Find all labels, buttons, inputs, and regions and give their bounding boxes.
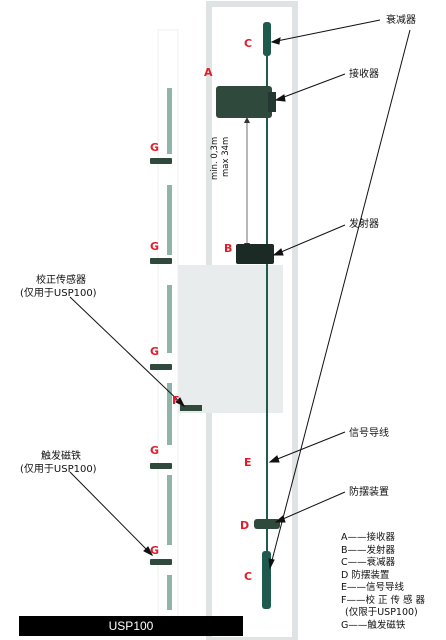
product-name-bar: USP100	[19, 616, 243, 636]
guide-rail	[167, 88, 172, 610]
label-guard-device: 防摆装置	[349, 487, 389, 498]
letter-e: E	[244, 456, 252, 469]
letter-g-3: G	[150, 345, 160, 358]
transmitter	[236, 244, 274, 264]
label-trigger-magnet: 触发磁铁	[41, 451, 81, 462]
trigger-magnets	[150, 158, 172, 565]
callout-lines	[69, 19, 411, 570]
legend-item: B——发射器	[341, 545, 396, 556]
legend-item: E——信号导线	[341, 582, 405, 593]
label-calibration-sensor-note: (仅用于USP100)	[20, 288, 97, 299]
legend-item: C——衰减器	[341, 557, 396, 568]
distance-max: max 34m	[221, 136, 231, 177]
letter-d: D	[240, 519, 250, 532]
letter-a: A	[204, 66, 213, 79]
letter-f: F	[172, 394, 180, 407]
letter-g-4: G	[150, 444, 160, 457]
label-calibration-sensor: 校正传感器	[36, 275, 86, 286]
elevator-car	[178, 265, 283, 413]
distance-min: min. 0,3m	[210, 136, 220, 180]
attenuator-top	[263, 22, 271, 56]
label-receiver: 接收器	[349, 69, 379, 80]
guard-device	[254, 519, 280, 529]
letter-c-bottom: C	[244, 570, 253, 583]
legend-item: D 防摆装置	[341, 570, 390, 581]
calibration-sensor	[180, 405, 202, 411]
attenuator-bottom	[262, 551, 271, 609]
label-attenuator-top: 衰减器	[386, 15, 416, 26]
legend-item: (仅限于USP100)	[345, 607, 418, 618]
label-transmitter: 发射器	[349, 219, 379, 230]
letter-g-2: G	[150, 240, 160, 253]
letter-g-1: G	[150, 141, 160, 154]
legend-item: G——触发磁铁	[341, 620, 406, 631]
legend-item: F——校 正 传 感 器	[341, 595, 426, 606]
label-trigger-magnet-note: (仅用于USP100)	[20, 464, 97, 475]
letter-c-top: C	[244, 37, 253, 50]
letter-b: B	[224, 242, 233, 255]
legend-item: A——接收器	[341, 532, 395, 543]
receiver	[216, 86, 272, 118]
letter-g-5: G	[150, 544, 160, 557]
label-signal-cable: 信号导线	[349, 428, 389, 439]
